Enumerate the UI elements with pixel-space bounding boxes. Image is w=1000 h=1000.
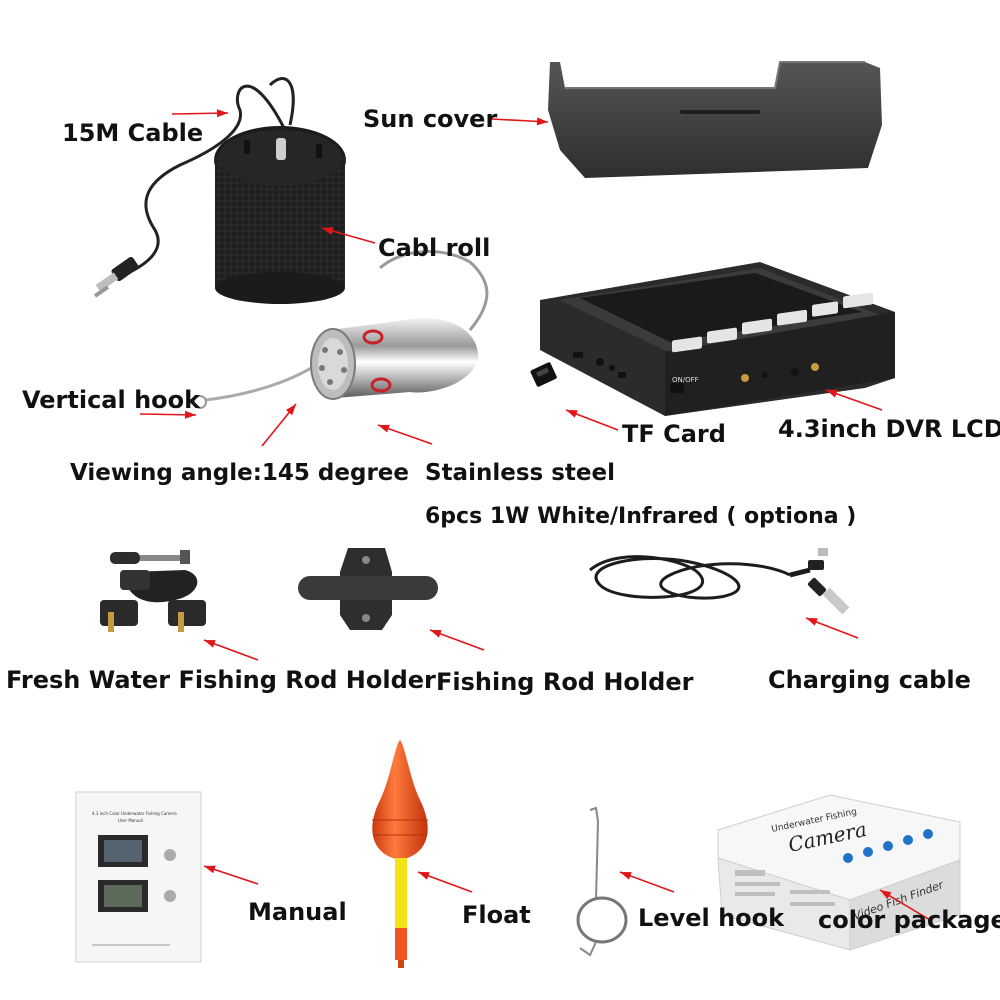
- arrow-viewing-angle: [261, 403, 297, 447]
- arrow-package: [879, 889, 931, 921]
- arrow-tf-card: [565, 409, 619, 431]
- monitor-ports: [573, 352, 819, 382]
- manual-doc-title: 4.3 inch Color Underwater Fishing Camera: [92, 811, 177, 816]
- label-sun-cover: Sun cover: [363, 105, 498, 133]
- arrow-float: [417, 871, 473, 893]
- label-fresh-water-holder: Fresh Water Fishing Rod Holder: [6, 666, 436, 694]
- fresh-water-holder-illustration: [100, 550, 206, 632]
- arrow-sun-cover: [491, 117, 549, 126]
- camera-illustration: [193, 250, 489, 409]
- monitor-buttons: [672, 292, 873, 353]
- monitor-switch-label: ON/OFF: [672, 376, 699, 384]
- label-vertical-hook: Vertical hook: [22, 386, 201, 414]
- arrow-rod-holder: [429, 629, 485, 651]
- cable-roll-illustration: [93, 77, 346, 304]
- float-illustration: [372, 740, 428, 968]
- label-color-package: color package: [818, 906, 1000, 934]
- lcd-monitor-illustration: ON/OFF: [530, 262, 895, 416]
- arrow-fresh-holder: [203, 639, 259, 661]
- label-charging-cable: Charging cable: [768, 666, 971, 694]
- rod-holder-illustration: [298, 548, 438, 630]
- sun-cover-illustration: [548, 61, 882, 178]
- arrow-vertical-hook: [139, 410, 197, 419]
- arrow-charging: [805, 617, 859, 639]
- annotation-arrows: [139, 109, 931, 921]
- label-leds: 6pcs 1W White/Infrared ( optiona ): [425, 504, 857, 529]
- manual-doc-subtitle: User Manual: [118, 818, 143, 823]
- arrow-lcd: [825, 389, 883, 411]
- package-illustration: Underwater Fishing Camera Video Fish Fin…: [717, 794, 961, 951]
- arrow-cable: [171, 109, 229, 118]
- label-level-hook: Level hook: [638, 904, 785, 932]
- label-manual: Manual: [248, 898, 347, 926]
- manual-illustration: 4.3 inch Color Underwater Fishing Camera…: [75, 791, 202, 963]
- charging-cable-illustration: [589, 548, 850, 615]
- label-fishing-rod-holder: Fishing Rod Holder: [436, 668, 694, 696]
- label-tf-card: TF Card: [622, 420, 726, 448]
- tf-card-illustration: [530, 362, 557, 387]
- label-float: Float: [462, 901, 531, 929]
- label-cable-roll: Cabl roll: [378, 234, 491, 262]
- arrow-level-hook: [619, 871, 675, 893]
- level-hook-illustration: [576, 806, 628, 957]
- arrow-cable-roll: [321, 227, 376, 244]
- label-viewing-angle: Viewing angle:145 degree: [70, 460, 409, 486]
- arrow-stainless: [377, 424, 433, 445]
- label-stainless-steel: Stainless steel: [425, 460, 615, 486]
- arrow-manual: [203, 865, 259, 885]
- label-15m-cable: 15M Cable: [62, 119, 204, 147]
- label-dvr-lcd: 4.3inch DVR LCD: [778, 415, 1000, 443]
